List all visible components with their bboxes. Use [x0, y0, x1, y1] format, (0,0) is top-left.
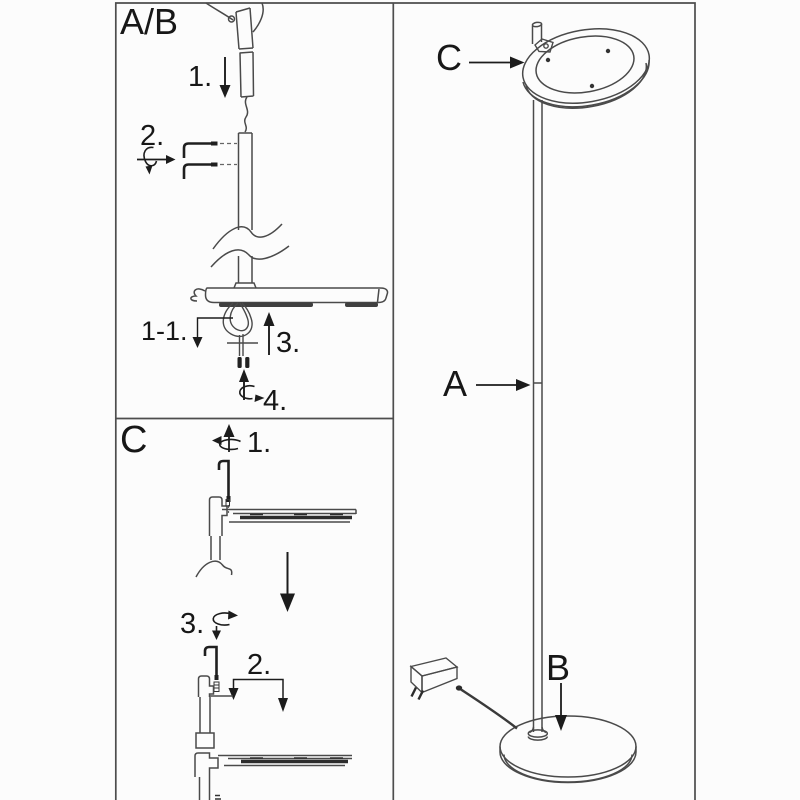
head-label-arrow-icon — [469, 56, 525, 69]
overview-base-label: B — [546, 647, 571, 688]
ab-step4-label: 4. — [263, 385, 288, 417]
c-set-screw — [213, 681, 220, 692]
ab-step1-1-pointer — [192, 317, 233, 348]
ab-step3-up-arrow-icon — [263, 312, 275, 355]
lamp-pole — [532, 100, 543, 732]
panel-c-title: C — [120, 419, 148, 461]
lamp-head-bracket — [534, 38, 554, 53]
ab-step2-rotate-icon — [137, 146, 176, 175]
ab-pole-figure — [190, 2, 389, 304]
lamp-base — [499, 715, 637, 784]
c-allen-key-2-icon — [203, 645, 219, 680]
c-step3-rotate-icon — [212, 610, 238, 640]
ab-plug-pins — [237, 357, 250, 368]
c-upper-head-figure — [195, 496, 357, 578]
ab-step4-rotate-icon — [239, 384, 265, 402]
lamp-head — [521, 28, 651, 109]
ab-step1-label: 1. — [188, 61, 213, 93]
c-step2-label: 2. — [247, 649, 272, 681]
panel-ab-title: A/B — [120, 1, 179, 42]
ab-cable-loop — [222, 302, 258, 356]
panel-borders — [114, 2, 696, 800]
c-big-down-arrow-icon — [280, 552, 295, 612]
overview-label-arrows — [469, 56, 567, 731]
c-allen-key-1-icon — [217, 459, 231, 513]
power-adapter — [409, 657, 518, 730]
ab-allen-key-icons — [182, 141, 237, 179]
c-step1-rotate-icon — [212, 424, 241, 452]
ab-step1-1-label: 1-1. — [141, 316, 188, 346]
base-label-arrow-icon — [555, 683, 567, 731]
c-lower-head-figure — [194, 675, 352, 800]
c-step2-pointer — [228, 678, 288, 712]
ab-step3-label: 3. — [276, 327, 301, 359]
overview-head-label: C — [436, 37, 462, 78]
overview-pole-label: A — [443, 363, 468, 404]
pole-label-arrow-icon — [476, 379, 531, 391]
ab-step2-label: 2. — [140, 120, 165, 152]
c-step3-label: 3. — [180, 608, 205, 640]
ab-step1-down-arrow-icon — [219, 57, 231, 98]
c-step1-label: 1. — [247, 427, 272, 459]
